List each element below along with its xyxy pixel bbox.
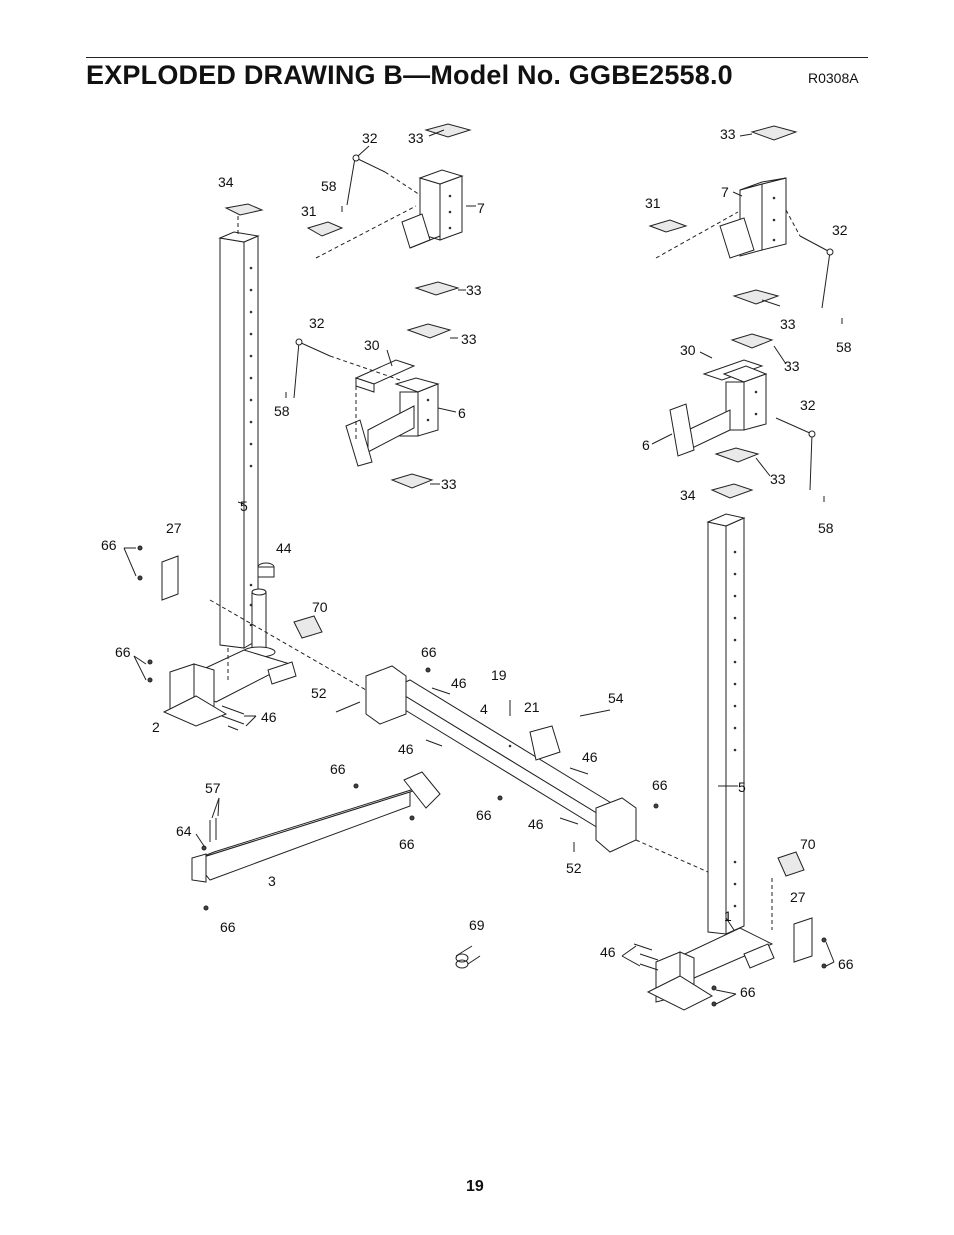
callout: 6 [642,437,650,453]
callout: 69 [469,917,485,933]
callout: 46 [582,749,598,765]
callout: 7 [477,200,485,216]
spacer-part [777,851,805,877]
callout: 64 [176,823,192,839]
callout: 4 [480,701,488,717]
callout: 27 [166,520,182,536]
callout: 54 [608,690,624,706]
callout: 32 [800,397,816,413]
left-upright-part [218,231,260,649]
crossmember-part [365,665,637,853]
callout: 32 [832,222,848,238]
callout: 70 [800,836,816,852]
callout: 34 [680,487,696,503]
lower-hook-part [345,359,440,467]
header-rule [86,57,868,58]
callout: 66 [220,919,236,935]
callout: 70 [312,599,328,615]
pin-part [346,157,356,206]
callout: 31 [301,203,317,219]
callout: 46 [261,709,277,725]
pin-part [775,417,813,435]
callout: 33 [770,471,786,487]
end-cap-part [714,447,760,463]
callout: 33 [720,126,736,142]
callout: 31 [645,195,661,211]
end-cap-part [732,289,780,305]
bracket-part [793,917,813,963]
end-cap-part [648,219,688,233]
callout: 21 [524,699,540,715]
callout: 46 [451,675,467,691]
callout: 34 [218,174,234,190]
hardware-part [137,545,827,1007]
callout: 52 [566,860,582,876]
leader-lines [123,129,835,1005]
callout: 66 [421,644,437,660]
page-title: EXPLODED DRAWING B—Model No. GGBE2558.0 [86,60,733,90]
callout: 66 [330,761,346,777]
end-cap-part [406,323,452,339]
callout: 33 [466,282,482,298]
lower-hook-part [669,359,768,457]
callout: 33 [784,358,800,374]
callout: 19 [491,667,507,683]
end-cap-part [424,123,472,138]
end-cap-part [730,333,774,349]
callout: 58 [836,339,852,355]
callout: 30 [680,342,696,358]
callout: 66 [740,984,756,1000]
end-cap-part [224,203,264,216]
callout: 2 [152,719,160,735]
callout: 33 [441,476,457,492]
callout: 27 [790,889,806,905]
callout: 5 [738,779,746,795]
spacer-part [293,615,323,639]
callout: 57 [205,780,221,796]
end-cap-part [710,483,754,499]
callout: 46 [528,816,544,832]
callout: 66 [838,956,854,972]
callout: 66 [115,644,131,660]
right-upright-part [706,513,746,935]
callout: 66 [101,537,117,553]
callout: 5 [240,498,248,514]
upper-hook-part [719,177,787,259]
callout: 3 [268,873,276,889]
front-stabilizer-part [191,771,441,883]
callout: 58 [321,178,337,194]
callout: 33 [461,331,477,347]
end-cap-part [750,125,798,141]
right-base-part [646,927,775,1011]
callout: 30 [364,337,380,353]
callout: 58 [818,520,834,536]
callout: 32 [362,130,378,146]
callout: 66 [652,777,668,793]
callout: 33 [408,130,424,146]
left-base-part [162,562,297,727]
callout: 58 [274,403,290,419]
callout: 44 [276,540,292,556]
end-cap-part [390,473,434,489]
callout: 66 [399,836,415,852]
bracket-part [161,555,179,601]
pin-part [799,235,831,253]
callout: 1 [724,908,732,924]
callout: 6 [458,405,466,421]
callout: 32 [309,315,325,331]
end-cap-part [414,281,460,296]
callout: 52 [311,685,327,701]
pin-part [293,341,300,399]
callout-labels: 32 33 34 58 31 7 33 32 30 33 58 6 33 5 3… [101,126,854,1000]
page-number: 19 [466,1178,484,1195]
callout: 7 [721,184,729,200]
spring-clip-part [455,945,481,969]
upper-hook-part [401,169,464,249]
callout: 33 [780,316,796,332]
callout: 46 [600,944,616,960]
callout: 46 [398,741,414,757]
drawing-code: R0308A [808,70,859,86]
callout: 66 [476,807,492,823]
